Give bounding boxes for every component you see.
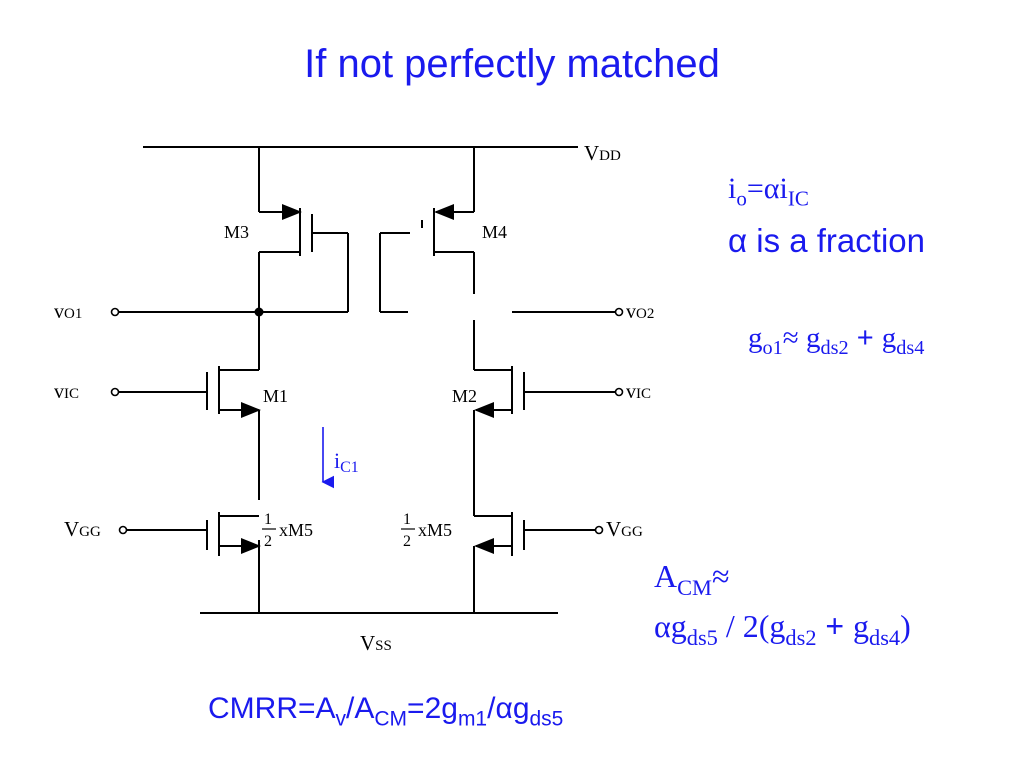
vo2-terminal xyxy=(614,307,624,317)
m5-left-label: 1 2 xM5 xyxy=(262,511,313,550)
m5-right-label: 1 2 xM5 xyxy=(401,511,452,550)
svg-text:2: 2 xyxy=(264,533,272,550)
svg-text:2: 2 xyxy=(403,533,411,550)
vgg-right-terminal xyxy=(594,525,604,535)
vo2-label: vO2 xyxy=(626,301,654,323)
m2-label: M2 xyxy=(452,386,477,406)
vgg-right-label: VGG xyxy=(606,517,643,541)
vic-right-label: vIC xyxy=(626,381,651,403)
vic-right-terminal xyxy=(614,387,624,397)
acm-equation-line1: ACM≈ xyxy=(654,558,730,600)
vo1-terminal xyxy=(110,307,120,317)
svg-text:xM5: xM5 xyxy=(418,520,452,540)
m4-label: M4 xyxy=(482,222,507,242)
slide-title: If not perfectly matched xyxy=(304,42,720,86)
alpha-fraction-text: α is a fraction xyxy=(728,222,925,259)
vgg-left-terminal xyxy=(118,525,128,535)
vic-left-terminal xyxy=(110,387,120,397)
m3-label: M3 xyxy=(224,222,249,242)
cmrr-equation: CMRR=Av/ACM=2gm1/αgds5 xyxy=(208,692,564,731)
svg-text:1: 1 xyxy=(403,511,411,528)
svg-text:xM5: xM5 xyxy=(279,520,313,540)
acm-equation-line2: αgds5 / 2(gds2 + gds4) xyxy=(654,608,911,650)
m1-label: M1 xyxy=(263,386,288,406)
io-equation: io=αiIC xyxy=(728,172,809,211)
vic-left-label: vIC xyxy=(54,381,79,403)
vgg-left-label: VGG xyxy=(64,517,101,541)
ic1-label: iC1 xyxy=(334,448,359,476)
svg-text:1: 1 xyxy=(264,511,272,528)
vdd-label: VDD xyxy=(584,141,621,165)
vss-label: VSS xyxy=(360,631,392,655)
vo1-label: vO1 xyxy=(54,301,82,323)
go1-equation: go1≈ gds2 + gds4 xyxy=(748,322,925,360)
vo1-node-dot xyxy=(254,307,264,317)
